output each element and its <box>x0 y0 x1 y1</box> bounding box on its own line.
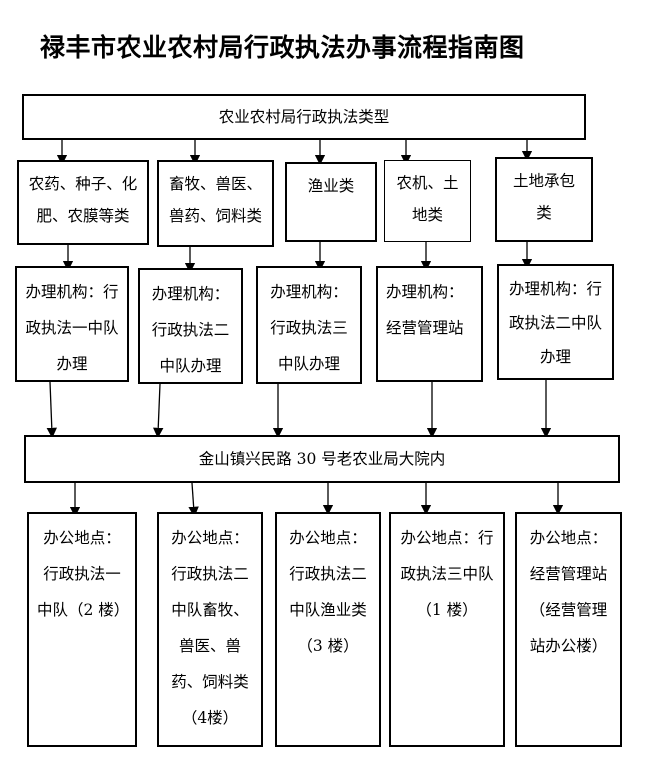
agency-box-team-2-land: 办理机构：行政执法二中队办理 <box>497 264 614 380</box>
arrow-address-to-location-2 <box>188 482 199 518</box>
location-box-team-2-livestock: 办公地点：行政执法二中队畜牧、兽医、兽药、饲料类（4楼） <box>157 512 263 747</box>
type-box-pesticides-seeds: 农药、种子、化肥、农膜等类 <box>17 160 149 245</box>
location-box-team-1: 办公地点：行政执法一中队（2 楼） <box>27 512 137 747</box>
agency-box-team-1: 办理机构：行政执法一中队办理 <box>15 266 129 382</box>
type-box-machinery-land: 农机、土地类 <box>384 160 471 242</box>
type-box-land-contract: 土地承包类 <box>495 157 593 242</box>
page-title: 禄丰市农业农村局行政执法办事流程指南图 <box>40 33 525 62</box>
agency-box-team-2: 办理机构：行政执法二中队办理 <box>138 268 243 384</box>
arrow-agency-1-to-address <box>46 381 57 439</box>
enforcement-type-header: 农业农村局行政执法类型 <box>22 94 586 140</box>
location-box-team-2-fishery: 办公地点：行政执法二中队渔业类（3 楼） <box>275 512 381 747</box>
agency-box-management-station: 办理机构：经营管理站 <box>376 266 483 382</box>
type-box-livestock-veterinary: 畜牧、兽医、兽药、饲料类 <box>157 160 274 247</box>
address-box: 金山镇兴民路 30 号老农业局大院内 <box>24 435 620 483</box>
agency-box-team-3: 办理机构：行政执法三中队办理 <box>256 266 362 384</box>
type-box-fishery: 渔业类 <box>285 162 377 242</box>
arrow-agency-2-to-address <box>153 383 164 439</box>
location-box-team-3: 办公地点：行政执法三中队（1 楼） <box>389 512 505 747</box>
location-box-management-station: 办公地点：经营管理站（经营管理站办公楼） <box>515 512 622 747</box>
